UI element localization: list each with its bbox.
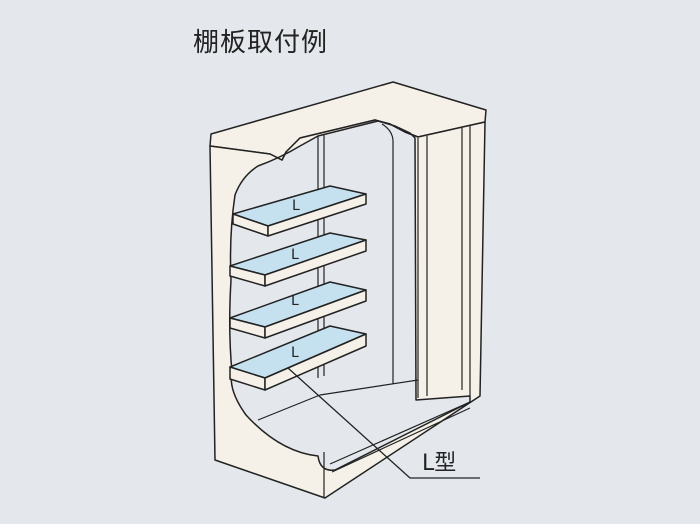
callout-leader <box>287 367 480 479</box>
shelf-2 <box>229 232 367 287</box>
shelf-1 <box>232 185 367 237</box>
page-title: 棚板取付例 <box>193 28 329 58</box>
cabinet-body <box>209 119 486 499</box>
shelf-1-label: L <box>292 198 300 214</box>
shelf-4-label: L <box>291 345 299 361</box>
callout-label: L型 <box>422 451 456 476</box>
shelf-4 <box>229 325 367 391</box>
shelf-3-label: L <box>291 293 299 309</box>
shelf-3 <box>229 281 367 339</box>
shelf-2-label: L <box>291 247 299 263</box>
